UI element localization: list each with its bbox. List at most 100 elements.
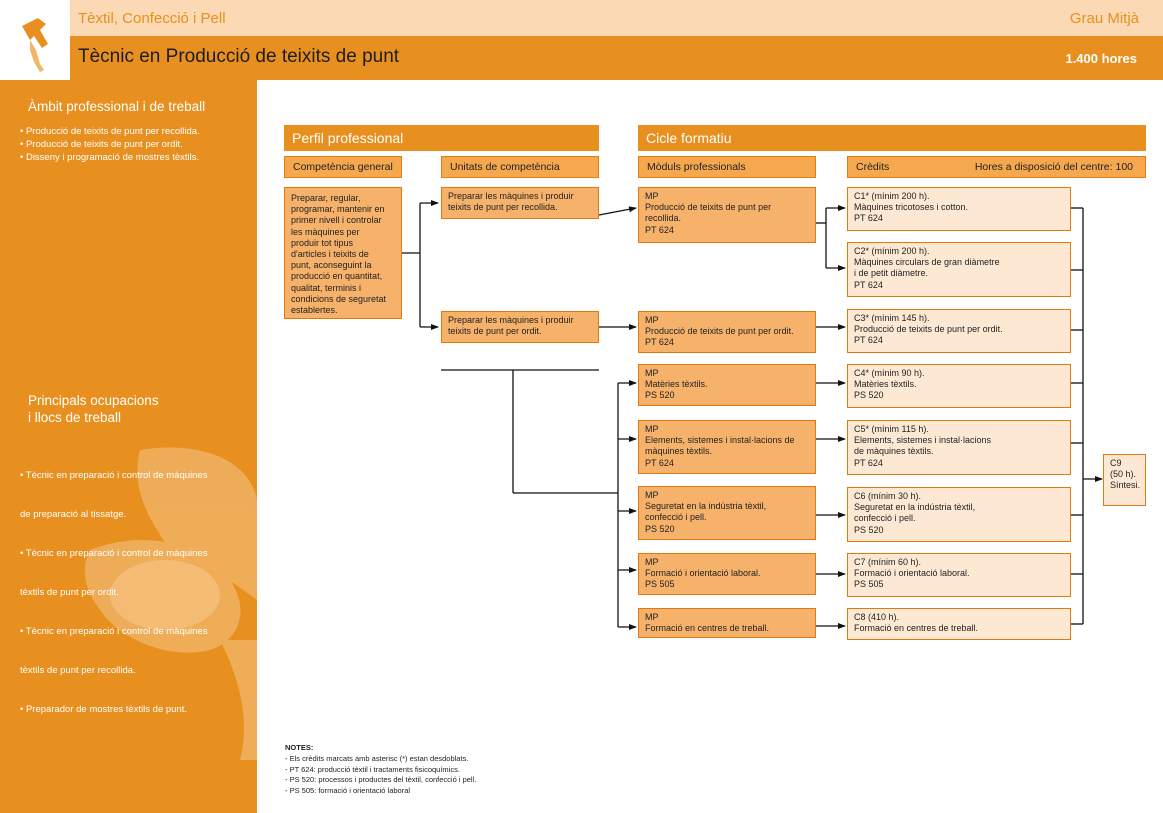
credit-line: C4* (mínim 90 h). — [854, 368, 1064, 379]
credit-line: C7 (mínim 60 h). — [854, 557, 1064, 568]
credit-line: C8 (410 h). — [854, 612, 1064, 623]
modul-line: recollida. — [645, 213, 809, 224]
notes-title: NOTES: — [285, 743, 476, 754]
modul-line: màquines tèxtils. — [645, 446, 809, 457]
modul-line: PS 520 — [645, 390, 809, 401]
competencia-line: qualitat, terminis i — [291, 283, 395, 294]
credit-line: Elements, sistemes i instal·lacions — [854, 435, 1064, 446]
credit-line: C2* (mínim 200 h). — [854, 246, 1064, 257]
competencia-line: primer nivell i controlar — [291, 215, 395, 226]
competencia-line: Preparar, regular, — [291, 193, 395, 204]
credit-line: Màquines circulars de gran diàmetre — [854, 257, 1064, 268]
credit-line: PT 624 — [854, 335, 1064, 346]
modul-line: PT 624 — [645, 225, 809, 236]
credit-line: C9 — [1110, 458, 1139, 469]
credit-line: Matèries tèxtils. — [854, 379, 1064, 390]
uc-line: teixits de punt per ordit. — [448, 326, 592, 337]
modul-line: confecció i pell. — [645, 512, 809, 523]
credit-line: Síntesi. — [1110, 480, 1139, 491]
modul-line: PT 624 — [645, 337, 809, 348]
competencia-line: condicions de seguretat — [291, 294, 395, 305]
note-line: - Els crèdits marcats amb asterisc (*) e… — [285, 754, 476, 765]
modul-line: PS 505 — [645, 579, 809, 590]
competencia-line: punt, aconseguint la — [291, 260, 395, 271]
uc-line: teixits de punt per recollida. — [448, 202, 592, 213]
credit-line: Formació en centres de treball. — [854, 623, 1064, 634]
modul-4: MP Elements, sistemes i instal·lacions d… — [638, 420, 816, 474]
credit-line: C3* (mínim 145 h). — [854, 313, 1064, 324]
credit-line: PT 624 — [854, 213, 1064, 224]
note-line: - PS 520: processos i productes del tèxt… — [285, 775, 476, 786]
modul-line: MP — [645, 557, 809, 568]
credit-c3: C3* (mínim 145 h). Producció de teixits … — [847, 309, 1071, 353]
modul-line: Producció de teixits de punt per — [645, 202, 809, 213]
modul-line: MP — [645, 490, 809, 501]
modul-line: Matèries tèxtils. — [645, 379, 809, 390]
unitats-column-header: Unitats de competència — [441, 156, 599, 178]
modul-line: Formació en centres de treball. — [645, 623, 809, 634]
perfil-section-header: Perfil professional — [284, 125, 599, 151]
competencia-line: les màquines per — [291, 227, 395, 238]
credit-line: PT 624 — [854, 280, 1064, 291]
modul-2: MP Producció de teixits de punt per ordi… — [638, 311, 816, 353]
unitat-competencia-1: Preparar les màquines i produir teixits … — [441, 187, 599, 219]
credit-line: PS 505 — [854, 579, 1064, 590]
credit-line: C1* (mínim 200 h). — [854, 191, 1064, 202]
cicle-section-header: Cicle formatiu — [638, 125, 1146, 151]
credit-line: PS 520 — [854, 390, 1064, 401]
competencia-column-header: Competència general — [284, 156, 402, 178]
credit-line: PT 624 — [854, 458, 1064, 469]
credit-line: Producció de teixits de punt per ordit. — [854, 324, 1064, 335]
credit-line: (50 h). — [1110, 469, 1139, 480]
modul-line: Formació i orientació laboral. — [645, 568, 809, 579]
credit-c7: C7 (mínim 60 h). Formació i orientació l… — [847, 553, 1071, 597]
competencia-line: establertes. — [291, 305, 395, 316]
modul-line: Producció de teixits de punt per ordit. — [645, 326, 809, 337]
credits-header-label: Crèdits — [856, 161, 889, 173]
credits-column-header: Crèdits Hores a disposició del centre: 1… — [847, 156, 1146, 178]
note-line: - PT 624: producció tèxtil i tractaments… — [285, 765, 476, 776]
note-line: - PS 505: formació i orientació laboral — [285, 786, 476, 797]
credit-c9: C9 (50 h). Síntesi. — [1103, 454, 1146, 506]
competencia-line: produir tot tipus — [291, 238, 395, 249]
credit-line: Seguretat en la indústria tèxtil, — [854, 502, 1064, 513]
modul-line: Seguretat en la indústria tèxtil, — [645, 501, 809, 512]
uc-line: Preparar les màquines i produir — [448, 191, 592, 202]
credit-c2: C2* (mínim 200 h). Màquines circulars de… — [847, 242, 1071, 297]
credit-line: Màquines tricotoses i cotton. — [854, 202, 1064, 213]
competencia-line: d'articles i teixits de — [291, 249, 395, 260]
credit-c6: C6 (mínim 30 h). Seguretat en la indústr… — [847, 487, 1071, 542]
modul-line: MP — [645, 315, 809, 326]
credit-line: PS 520 — [854, 525, 1064, 536]
modul-line: MP — [645, 424, 809, 435]
modul-7: MP Formació en centres de treball. — [638, 608, 816, 638]
modul-line: PS 520 — [645, 524, 809, 535]
credit-line: i de petit diàmetre. — [854, 268, 1064, 279]
notes: NOTES: - Els crèdits marcats amb asteris… — [285, 743, 476, 797]
credit-line: confecció i pell. — [854, 513, 1064, 524]
modul-line: Elements, sistemes i instal·lacions de — [645, 435, 809, 446]
credit-c5: C5* (mínim 115 h). Elements, sistemes i … — [847, 420, 1071, 475]
modul-line: MP — [645, 612, 809, 623]
credit-line: Formació i orientació laboral. — [854, 568, 1064, 579]
credit-line: C6 (mínim 30 h). — [854, 491, 1064, 502]
credit-line: de màquines tèxtils. — [854, 446, 1064, 457]
unitat-competencia-2: Preparar les màquines i produir teixits … — [441, 311, 599, 343]
modul-3: MP Matèries tèxtils. PS 520 — [638, 364, 816, 406]
credit-c1: C1* (mínim 200 h). Màquines tricotoses i… — [847, 187, 1071, 231]
modul-1: MP Producció de teixits de punt per reco… — [638, 187, 816, 243]
modul-line: MP — [645, 368, 809, 379]
competencia-line: producció en quantitat, — [291, 271, 395, 282]
competencia-line: programar, mantenir en — [291, 204, 395, 215]
credit-line: C5* (mínim 115 h). — [854, 424, 1064, 435]
credit-c8: C8 (410 h). Formació en centres de treba… — [847, 608, 1071, 640]
uc-line: Preparar les màquines i produir — [448, 315, 592, 326]
credit-c4: C4* (mínim 90 h). Matèries tèxtils. PS 5… — [847, 364, 1071, 408]
modul-line: MP — [645, 191, 809, 202]
hores-centre-label: Hores a disposició del centre: 100 — [975, 157, 1133, 177]
modul-line: PT 624 — [645, 458, 809, 469]
modul-5: MP Seguretat en la indústria tèxtil, con… — [638, 486, 816, 540]
modul-6: MP Formació i orientació laboral. PS 505 — [638, 553, 816, 595]
moduls-column-header: Mòduls professionals — [638, 156, 816, 178]
competencia-general-box: Preparar, regular, programar, mantenir e… — [284, 187, 402, 319]
